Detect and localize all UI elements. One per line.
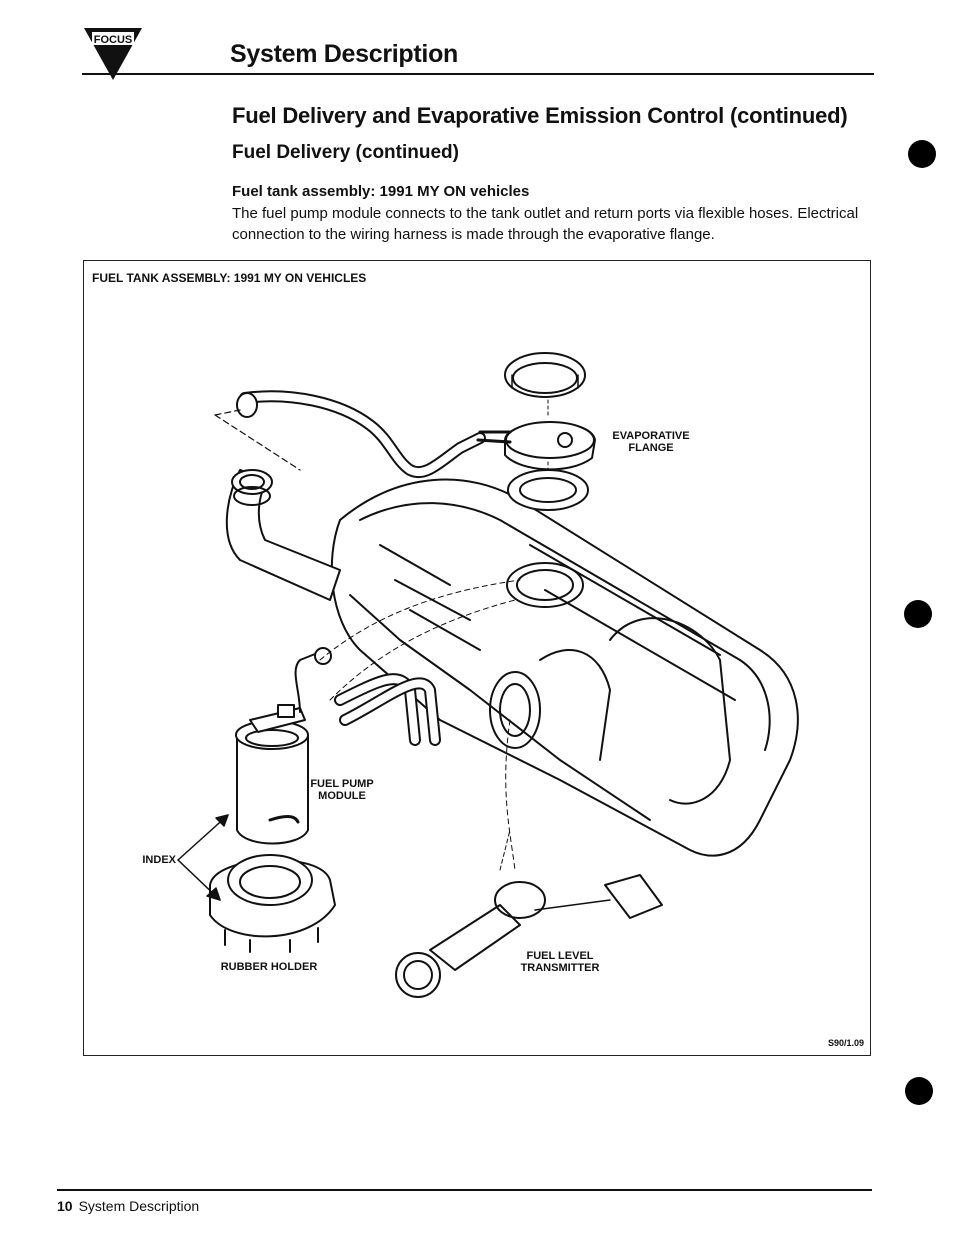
evaporative-flange-parts	[476, 352, 596, 511]
binder-hole-mark	[904, 600, 932, 628]
fuel-tank	[330, 478, 799, 857]
subsection-heading: Fuel tank assembly: 1991 MY ON vehicles	[232, 183, 530, 200]
pump-hoses	[334, 673, 441, 746]
logo-text: FOCUS	[94, 34, 133, 46]
footer-rule	[57, 1189, 872, 1191]
body-paragraph: The fuel pump module connects to the tan…	[232, 205, 859, 243]
installation-guides	[319, 579, 521, 871]
label-rubber-holder: RUBBER HOLDER	[220, 961, 318, 973]
filler-neck	[225, 469, 341, 601]
subheading: Fuel Delivery (continued)	[232, 142, 459, 163]
rubber-holder	[209, 854, 336, 953]
page-number: 10	[57, 1198, 73, 1214]
fuel-level-transmitter	[395, 829, 663, 998]
figure-frame	[83, 260, 871, 1056]
index-arrows	[177, 814, 229, 901]
figure-caption: FUEL TANK ASSEMBLY: 1991 MY ON VEHICLES	[92, 271, 367, 285]
label-index: INDEX	[142, 854, 176, 866]
binder-hole-mark	[908, 140, 936, 168]
page-heading: Fuel Delivery and Evaporative Emission C…	[232, 103, 848, 128]
footer-label: System Description	[78, 1198, 200, 1214]
section-title: System Description	[230, 40, 459, 68]
binder-hole-mark	[905, 1077, 933, 1105]
focus-logo: FOCUS	[84, 28, 142, 80]
page-footer: 10 System Description	[57, 1198, 199, 1214]
fuel-tank-assembly-drawing	[177, 352, 799, 998]
fuel-pump-module	[235, 647, 332, 845]
vent-hose	[214, 390, 486, 478]
header-rule	[82, 73, 874, 75]
figure-reference: S90/1.09	[827, 1038, 864, 1048]
